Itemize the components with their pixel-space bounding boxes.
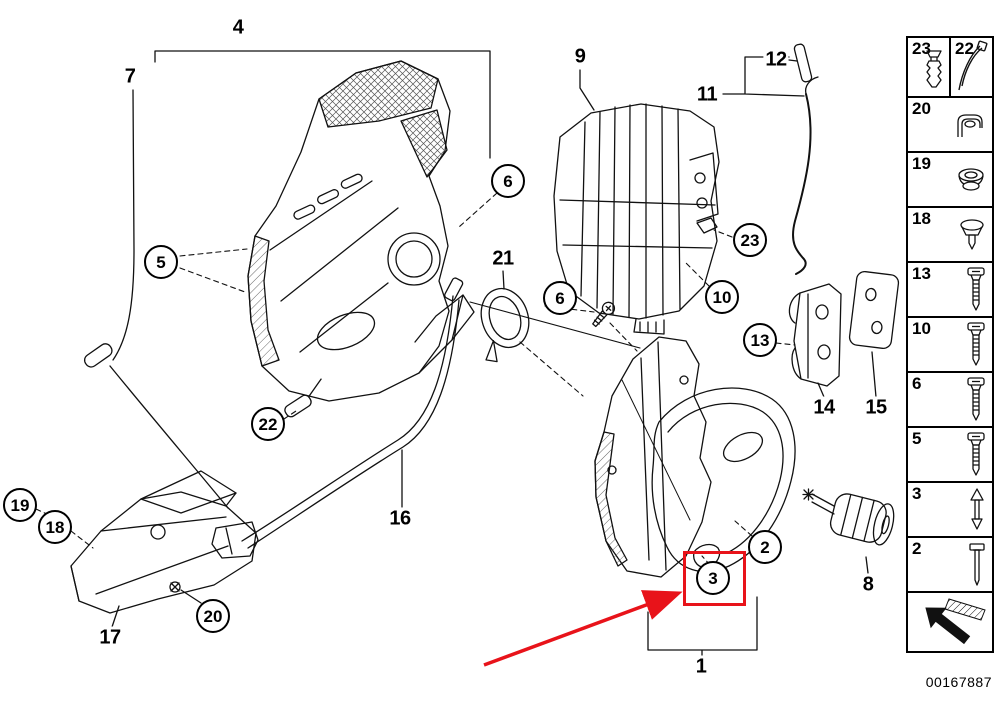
lock-actuator-art	[553, 103, 720, 335]
sidebar-cell-10[interactable]: 10	[908, 318, 992, 373]
sidebar-cell-label: 6	[912, 374, 922, 393]
screw-icon	[967, 321, 985, 366]
screw-icon	[967, 376, 985, 421]
cable-tie-icon	[958, 40, 988, 91]
sidebar-cell-label: 10	[912, 319, 931, 338]
seal-art	[480, 287, 616, 363]
pin-icon	[970, 487, 984, 530]
callout-23[interactable]: 23	[733, 223, 767, 257]
sidebar-cell-label: 19	[912, 154, 931, 173]
interior-handle-art	[70, 470, 257, 614]
sidebar-cell-22[interactable]: 22	[951, 38, 992, 96]
sidebar-cell-label: 22	[955, 39, 974, 58]
label-15[interactable]: 15	[863, 396, 889, 420]
label-16[interactable]: 16	[387, 507, 413, 531]
callout-20[interactable]: 20	[196, 599, 230, 633]
sidebar-cell-13[interactable]: 13	[908, 263, 992, 318]
label-7[interactable]: 7	[122, 65, 138, 89]
callout-22[interactable]: 22	[251, 407, 285, 441]
callout-3[interactable]: 3	[696, 561, 730, 595]
label-9[interactable]: 9	[572, 45, 588, 69]
rivet-icon	[960, 218, 984, 250]
clip-nut-icon	[957, 113, 983, 137]
sidebar-cell-5[interactable]: 5	[908, 428, 992, 483]
bolt-icon	[969, 542, 985, 586]
fastener-sidebar: 23 22 20	[906, 36, 994, 653]
lock-cylinder-art	[802, 488, 895, 546]
label-17[interactable]: 17	[97, 626, 123, 650]
sidebar-cell-label: 20	[912, 99, 931, 118]
sidebar-cell-3[interactable]: 3	[908, 483, 992, 538]
screw-icon	[967, 431, 985, 476]
highlight-box	[683, 551, 746, 606]
sidebar-cell-label: 3	[912, 484, 922, 503]
sidebar-cell-6[interactable]: 6	[908, 373, 992, 428]
leader-lines	[111, 50, 877, 658]
expansion-rivet-icon	[926, 50, 942, 88]
label-21[interactable]: 21	[490, 247, 516, 271]
sidebar-cell-23[interactable]: 23	[908, 38, 951, 96]
sidebar-cell-label: 18	[912, 209, 931, 228]
callout-19[interactable]: 19	[3, 488, 37, 522]
sidebar-cell-19[interactable]: 19	[908, 153, 992, 208]
callout-18[interactable]: 18	[38, 510, 72, 544]
direction-arrow-icon	[925, 598, 986, 645]
image-number: 00167887	[925, 674, 992, 690]
label-11[interactable]: 11	[694, 83, 720, 107]
label-14[interactable]: 14	[811, 396, 837, 420]
sidebar-cell-label: 5	[912, 429, 922, 448]
callout-13[interactable]: 13	[743, 323, 777, 357]
label-8[interactable]: 8	[860, 573, 876, 597]
bowden-cable-art	[83, 277, 641, 559]
callout-2[interactable]: 2	[748, 530, 782, 564]
screw-icon	[967, 266, 985, 311]
label-4[interactable]: 4	[230, 16, 246, 40]
sidebar-cell-label: 23	[912, 39, 931, 58]
callout-6-upper[interactable]: 6	[491, 164, 525, 198]
sidebar-cell-label: 13	[912, 264, 931, 283]
grommet-icon	[958, 167, 984, 191]
sidebar-cell-2[interactable]: 2	[908, 538, 992, 593]
sidebar-arrow-cell[interactable]	[908, 593, 992, 651]
sidebar-cell-20[interactable]: 20	[908, 98, 992, 153]
callout-10[interactable]: 10	[705, 280, 739, 314]
highlight-arrow	[483, 590, 683, 667]
rod-art	[792, 43, 819, 275]
carrier-bracket-art	[247, 60, 475, 402]
callout-6-lower[interactable]: 6	[543, 281, 577, 315]
door-striker-art	[788, 270, 900, 387]
handle-carrier-art	[594, 336, 712, 578]
label-1[interactable]: 1	[693, 655, 709, 679]
sidebar-cell-18[interactable]: 18	[908, 208, 992, 263]
callout-5[interactable]: 5	[144, 245, 178, 279]
label-12[interactable]: 12	[763, 48, 789, 72]
sidebar-cell-label: 2	[912, 539, 922, 558]
